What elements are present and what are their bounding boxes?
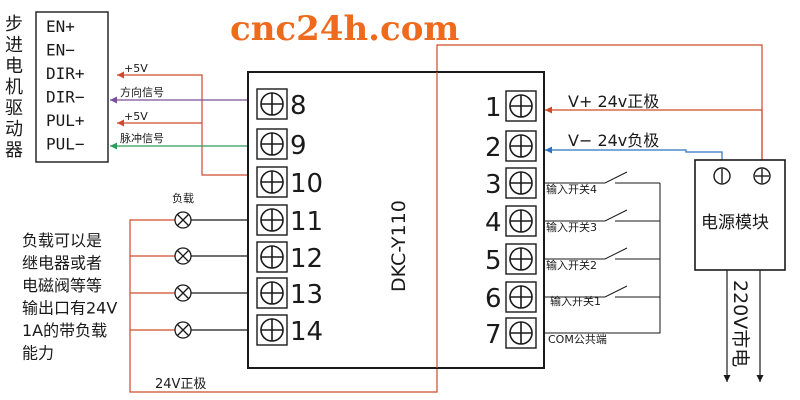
wire-load-branches — [130, 255, 176, 331]
screw-terminal-icon — [505, 167, 537, 199]
driver-title-char: 机 — [5, 77, 23, 98]
terminal-1-label: V+ 24v正极 — [568, 92, 659, 111]
pul-plus-label: +5V — [124, 110, 148, 123]
watermark-text: cnc24h.com — [230, 9, 459, 49]
screw-terminal-icon — [505, 317, 537, 349]
right-terminal-number: 2 — [485, 133, 502, 163]
driver-title-char: 电 — [5, 56, 23, 77]
note-line: 能力 — [22, 344, 54, 363]
screw-terminal-icon — [256, 166, 288, 198]
note-line: 继电器或者 — [22, 254, 102, 273]
driver-pin-label: EN+ — [46, 17, 75, 36]
left-terminal-number: 14 — [290, 317, 323, 347]
right-terminal-number: 6 — [485, 284, 502, 314]
left-terminal-number: 8 — [290, 91, 307, 121]
load-symbol-icon — [174, 211, 192, 229]
screw-terminal-icon — [256, 204, 288, 236]
dir-plus-label: +5V — [124, 62, 148, 75]
right-terminal-number: 3 — [485, 170, 502, 200]
note-line: 负载可以是 — [22, 231, 102, 250]
load-symbol-icon — [174, 284, 192, 302]
screw-terminal-icon — [256, 128, 288, 160]
driver-pin-label: EN− — [46, 41, 75, 60]
plus-terminal-icon — [753, 167, 771, 185]
driver-pin-label: DIR− — [46, 88, 85, 107]
screw-terminal-icon — [505, 281, 537, 313]
terminal-3-label: 输入开关4 — [546, 182, 597, 196]
load-symbols — [174, 211, 192, 339]
terminal-7-label: COM公共端 — [548, 333, 607, 346]
wire-dir-plus — [117, 71, 258, 176]
driver-box — [35, 11, 109, 163]
note-line: 1A的带负载 — [22, 321, 107, 340]
left-terminal-number: 13 — [290, 280, 323, 310]
driver-pin-label: DIR+ — [46, 64, 85, 83]
power-module-title: 电源模块 — [701, 213, 769, 233]
wire-24v-loop — [129, 44, 763, 393]
power-module: 电源模块 220V市电 — [694, 159, 786, 367]
wire-load-to-terminals — [190, 219, 258, 331]
left-terminal-number: 11 — [290, 207, 323, 237]
left-terminals: 8 9 10 11 12 13 14 — [256, 88, 323, 347]
right-terminal-number: 4 — [485, 208, 502, 238]
right-terminals: 1 2 3 4 5 6 7 — [485, 90, 537, 350]
ac-input-label: 220V市电 — [729, 280, 751, 367]
screw-terminal-icon — [505, 130, 537, 162]
screw-terminal-icon — [505, 90, 537, 122]
driver-title-char: 步 — [5, 14, 23, 35]
driver-title-char: 进 — [5, 35, 23, 56]
load-symbol-icon — [174, 247, 192, 265]
terminal-5-label: 输入开关2 — [546, 258, 597, 272]
wire-v-minus — [545, 146, 723, 160]
driver-title-char: 驱 — [5, 98, 23, 119]
switch-network — [537, 171, 661, 334]
controller-box — [247, 71, 545, 369]
driver-pins: EN+ EN− DIR+ DIR− PUL+ PUL− — [46, 17, 85, 154]
screw-terminal-icon — [256, 88, 288, 120]
power-module-box — [694, 159, 786, 271]
load-symbol-icon — [174, 321, 192, 339]
driver-title-char: 器 — [5, 140, 23, 161]
terminal-6-label: 输入开关1 — [550, 294, 601, 308]
right-terminal-number: 5 — [485, 246, 502, 276]
screw-terminal-icon — [256, 277, 288, 309]
dir-minus-label: 方向信号 — [120, 85, 164, 99]
screw-terminal-icon — [256, 241, 288, 273]
bottom-24v-label: 24V正极 — [155, 377, 206, 392]
load-label: 负载 — [172, 191, 194, 205]
screw-terminal-icon — [505, 205, 537, 237]
minus-terminal-icon — [713, 167, 731, 185]
wire-v-plus — [545, 106, 763, 160]
note-line: 输出口有24V — [22, 299, 117, 318]
left-terminal-number: 9 — [290, 131, 307, 161]
driver-title-char: 动 — [5, 119, 23, 140]
screw-terminal-icon — [256, 314, 288, 346]
driver-pin-label: PUL− — [46, 135, 85, 154]
terminal-4-label: 输入开关3 — [546, 220, 597, 234]
pul-minus-label: 脉冲信号 — [120, 131, 164, 145]
right-terminal-number: 1 — [485, 93, 502, 123]
left-terminal-number: 12 — [290, 244, 323, 274]
right-terminal-number: 7 — [485, 320, 502, 350]
terminal-2-label: V− 24v负极 — [568, 131, 659, 150]
left-terminal-number: 10 — [290, 169, 323, 199]
screw-terminal-icon — [505, 243, 537, 275]
driver-pin-label: PUL+ — [46, 111, 85, 130]
controller-model: DKC-Y110 — [388, 200, 410, 292]
note-line: 电磁阀等等 — [22, 276, 102, 295]
